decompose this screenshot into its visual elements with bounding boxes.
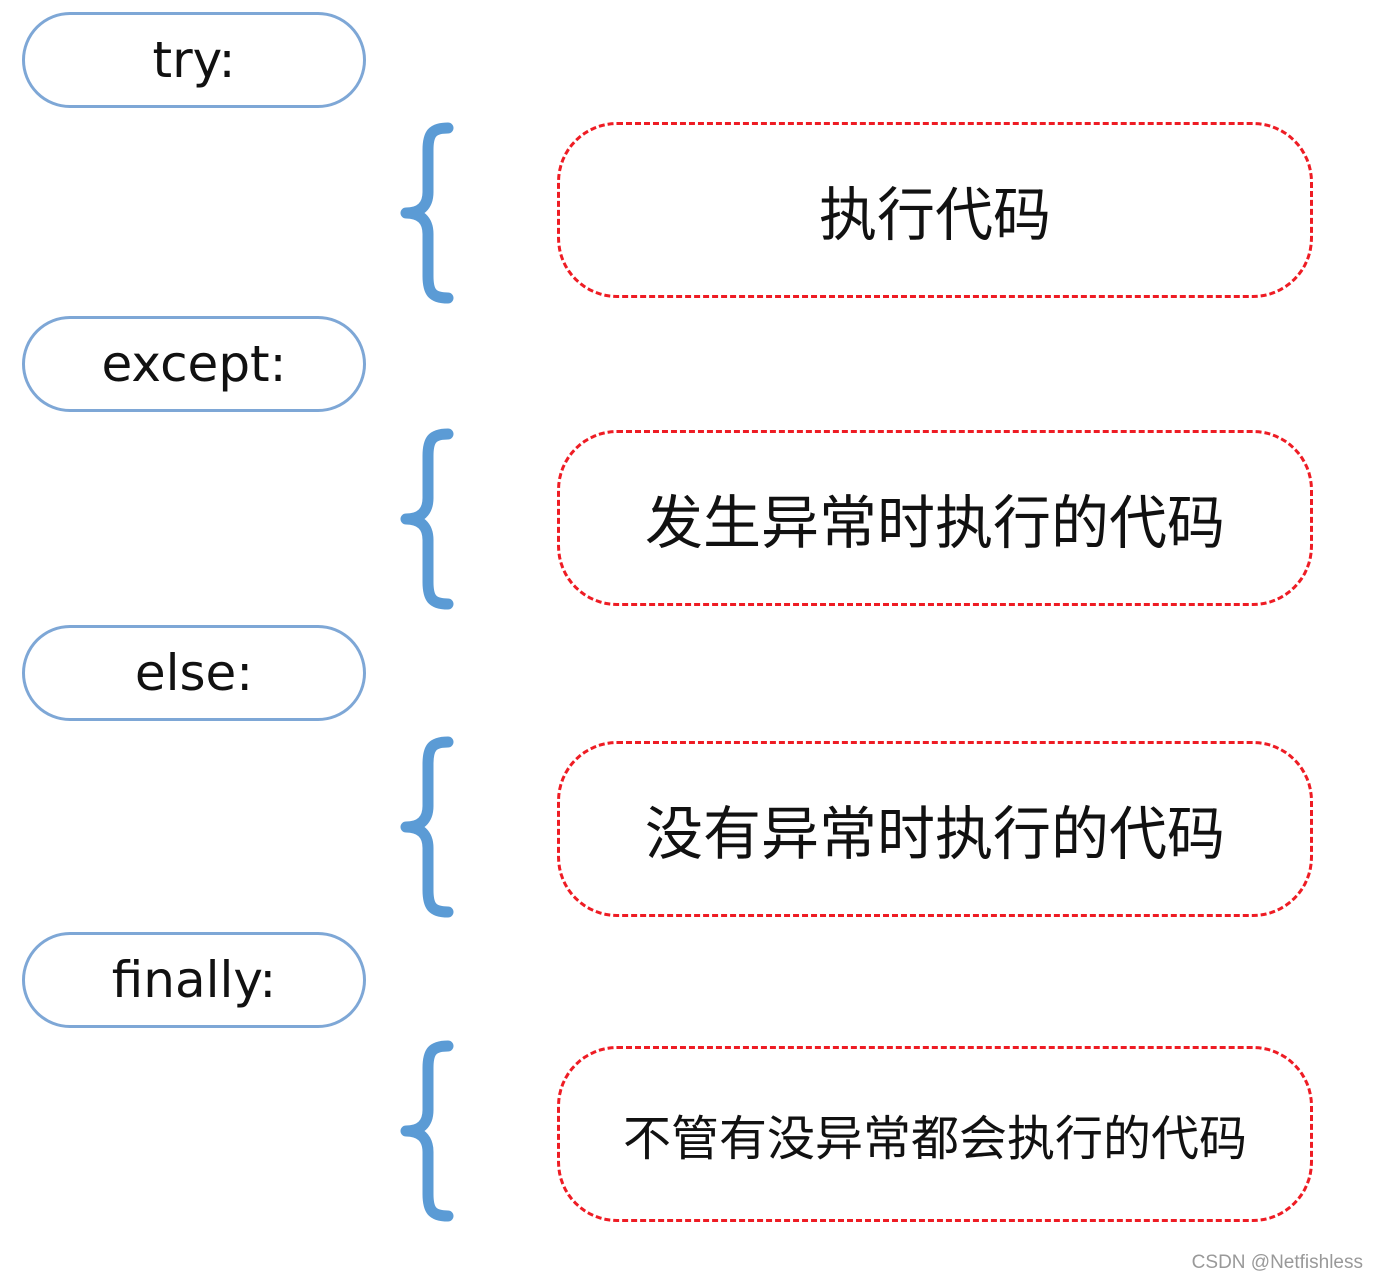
- keyword-label: except:: [101, 335, 287, 393]
- description-label: 执行代码: [818, 181, 1051, 249]
- description-box-try: 执行代码: [557, 122, 1313, 298]
- keyword-box-finally: finally:: [22, 932, 366, 1028]
- keyword-label: finally:: [111, 951, 277, 1009]
- keyword-label: else:: [134, 644, 254, 702]
- description-label: 发生异常时执行的代码: [644, 489, 1225, 557]
- description-box-finally: 不管有没异常都会执行的代码: [557, 1046, 1313, 1222]
- curly-brace-icon: [400, 428, 454, 610]
- keyword-box-try: try:: [22, 12, 366, 108]
- keyword-label: try:: [152, 31, 236, 89]
- curly-brace-icon: [400, 736, 454, 918]
- watermark: CSDN @Netfishless: [1191, 1252, 1363, 1273]
- description-box-else: 没有异常时执行的代码: [557, 741, 1313, 917]
- curly-brace-icon: [400, 1040, 454, 1222]
- description-label: 不管有没异常都会执行的代码: [622, 1111, 1247, 1167]
- keyword-box-except: except:: [22, 316, 366, 412]
- curly-brace-icon: [400, 122, 454, 304]
- keyword-box-else: else:: [22, 625, 366, 721]
- description-box-except: 发生异常时执行的代码: [557, 430, 1313, 606]
- description-label: 没有异常时执行的代码: [644, 800, 1225, 868]
